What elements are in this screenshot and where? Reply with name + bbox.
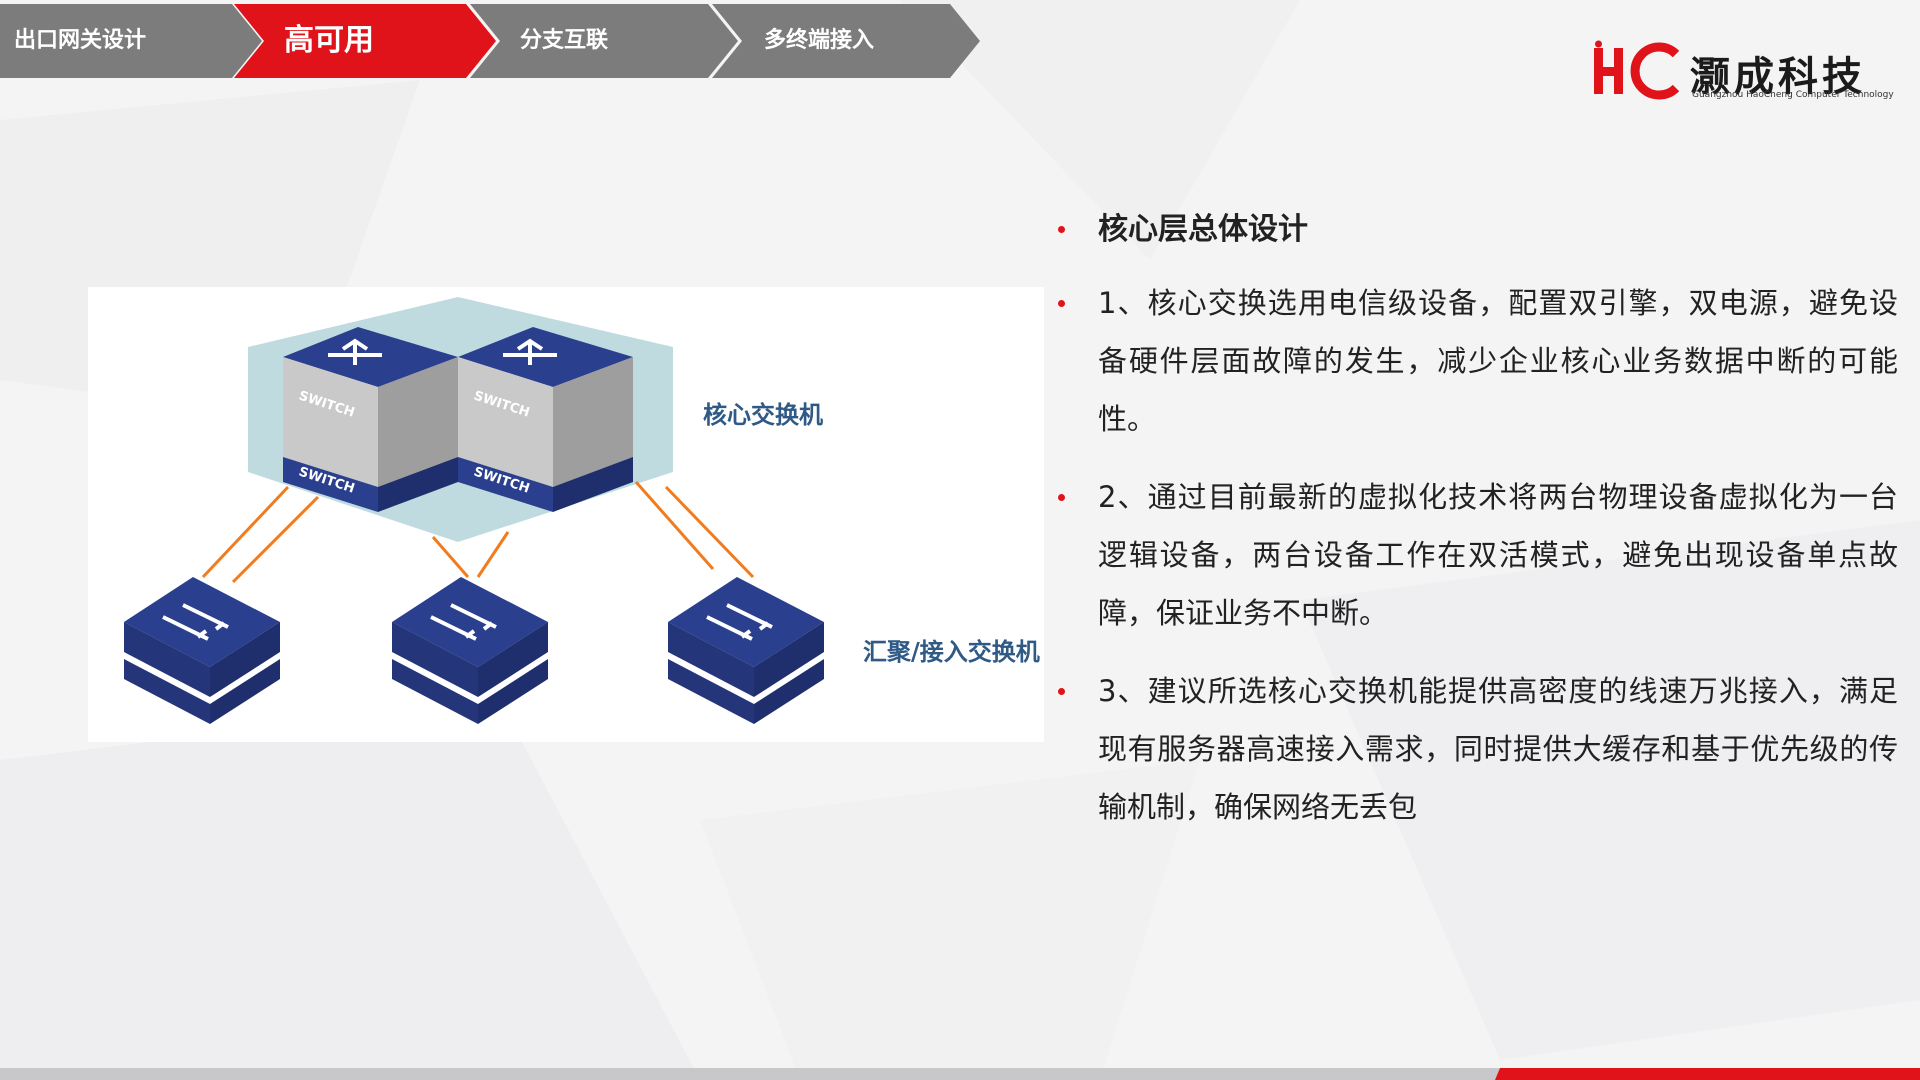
tab-high-availability[interactable]: 高可用 bbox=[284, 23, 374, 58]
network-diagram: SWITCH SWITCH SWITCH SWITCH bbox=[88, 287, 1044, 742]
tab-exit-gateway[interactable]: 出口网关设计 bbox=[14, 28, 147, 53]
content-point-3: 3、建议所选核心交换机能提供高密度的线速万兆接入，满足现有服务器高速接入需求，同… bbox=[1058, 662, 1898, 836]
content-point-2: 2、通过目前最新的虚拟化技术将两台物理设备虚拟化为一台逻辑设备，两台设备工作在双… bbox=[1058, 468, 1898, 642]
tab-shape-4 bbox=[712, 4, 980, 78]
access-switch-3 bbox=[668, 577, 824, 724]
content-title-item: 核心层总体设计 bbox=[1058, 200, 1898, 260]
company-logo: 灏成科技 Guangzhou HaoCheng Computer Technol… bbox=[1590, 40, 1894, 104]
access-switch-1 bbox=[124, 577, 280, 724]
uplink-lines bbox=[201, 481, 755, 584]
access-switch-2 bbox=[392, 577, 548, 724]
tab-shape-3 bbox=[470, 4, 738, 78]
logo-company-name: 灏成科技 bbox=[1690, 53, 1866, 100]
tab-shape-1 bbox=[0, 4, 262, 78]
content-title: 核心层总体设计 bbox=[1098, 212, 1308, 247]
tab-multi-terminal[interactable]: 多终端接入 bbox=[764, 28, 875, 53]
tab-shape-2 bbox=[234, 4, 496, 78]
core-switch-2: SWITCH SWITCH bbox=[458, 327, 633, 512]
nav-tabs-shapes bbox=[0, 4, 980, 78]
core-switch-label: 核心交换机 bbox=[703, 400, 823, 429]
bullet-dot-icon bbox=[1058, 688, 1065, 695]
content-point-text: 2、通过目前最新的虚拟化技术将两台物理设备虚拟化为一台逻辑设备，两台设备工作在双… bbox=[1098, 480, 1898, 630]
bullet-dot-icon bbox=[1058, 226, 1065, 233]
logo-mark-icon bbox=[1594, 40, 1680, 100]
bullet-dot-icon bbox=[1058, 300, 1065, 307]
network-topology-image: SWITCH SWITCH SWITCH SWITCH bbox=[124, 297, 824, 724]
core-switch-1: SWITCH SWITCH bbox=[283, 327, 458, 512]
access-switch-label: 汇聚/接入交换机 bbox=[863, 637, 1040, 666]
tab-branch-interconnect[interactable]: 分支互联 bbox=[520, 28, 609, 53]
footer-bar bbox=[0, 1068, 1920, 1080]
logo-subtitle: Guangzhou HaoCheng Computer Technology bbox=[1692, 90, 1894, 100]
content-point-1: 1、核心交换选用电信级设备，配置双引擎，双电源，避免设备硬件层面故障的发生，减少… bbox=[1058, 274, 1898, 448]
content-panel: 核心层总体设计 1、核心交换选用电信级设备，配置双引擎，双电源，避免设备硬件层面… bbox=[1058, 200, 1898, 856]
content-point-text: 1、核心交换选用电信级设备，配置双引擎，双电源，避免设备硬件层面故障的发生，减少… bbox=[1098, 286, 1898, 436]
bullet-dot-icon bbox=[1058, 494, 1065, 501]
content-point-text: 3、建议所选核心交换机能提供高密度的线速万兆接入，满足现有服务器高速接入需求，同… bbox=[1098, 674, 1898, 824]
